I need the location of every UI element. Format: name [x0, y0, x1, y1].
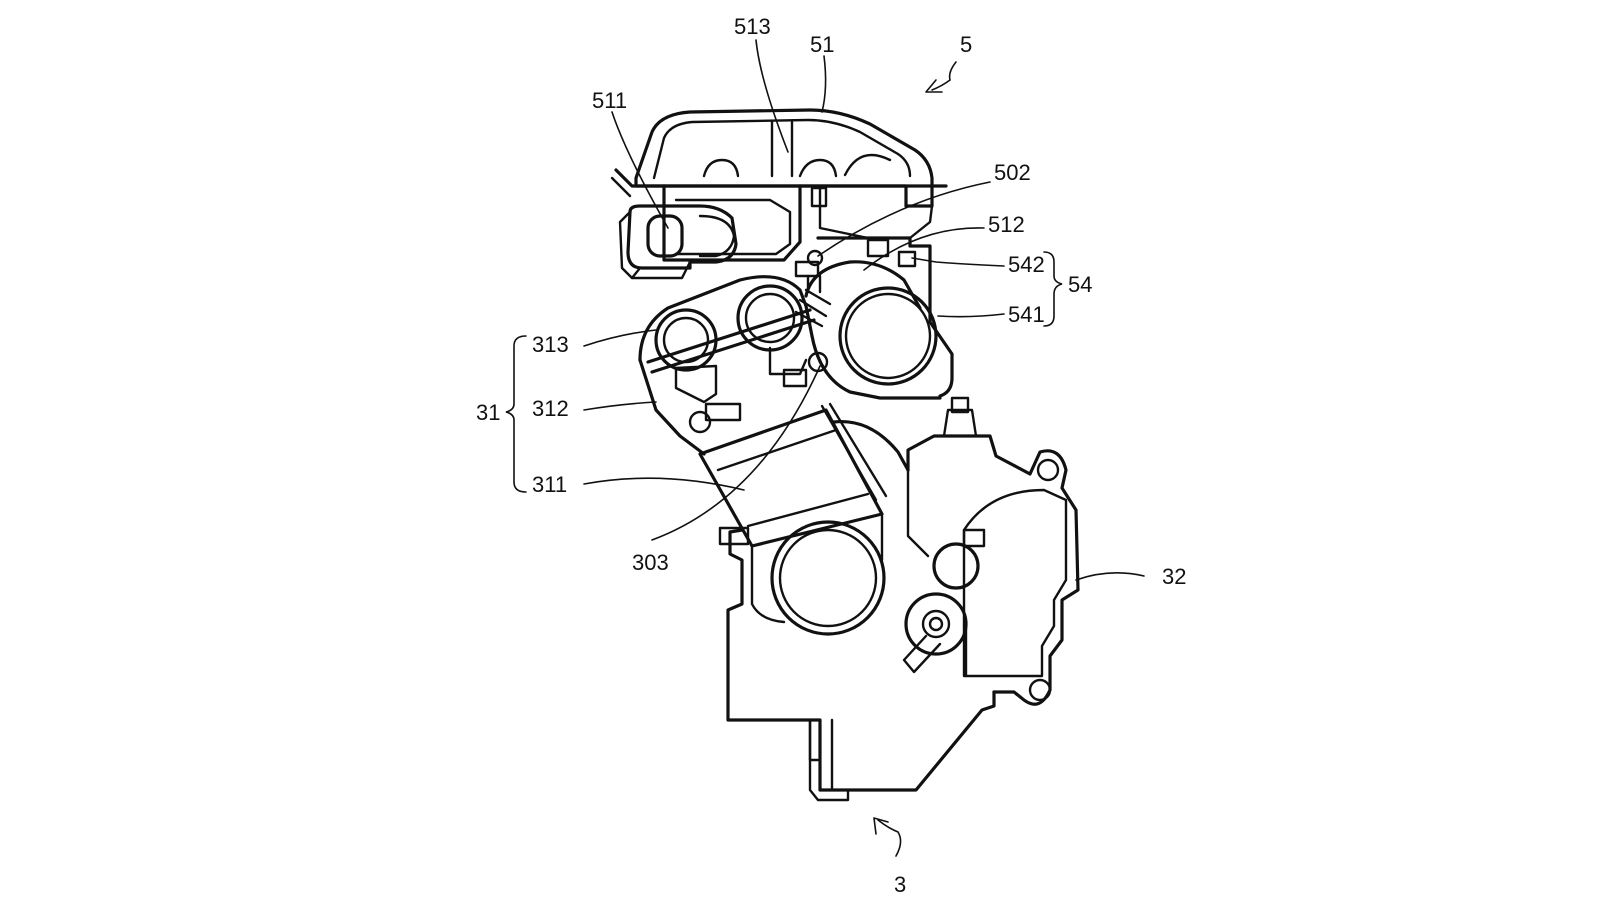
- leader-5: [931, 61, 957, 91]
- leader-lines: [505, 39, 1145, 857]
- fuel-injector: [794, 249, 824, 294]
- leader-32: [1075, 572, 1145, 581]
- leader-542: [911, 257, 1005, 267]
- label-541: 541: [1008, 302, 1045, 327]
- label-31: 31: [476, 400, 500, 425]
- leader-512: [863, 227, 985, 271]
- label-312: 312: [532, 396, 569, 421]
- cylinder-block: [698, 402, 910, 548]
- label-3: 3: [894, 872, 906, 897]
- leader-541: [937, 313, 1005, 318]
- leader-311: [583, 477, 745, 491]
- crankcase: [718, 512, 996, 802]
- arrow-5: [925, 79, 943, 93]
- leader-511: [611, 111, 669, 229]
- label-5: 5: [960, 32, 972, 57]
- label-513: 513: [734, 14, 771, 39]
- cylinder-head: [638, 275, 942, 456]
- reference-labels: 513 51 5 511 502 512 542 54 541 313 31 3…: [476, 14, 1186, 897]
- air-cleaner-box: [610, 108, 948, 262]
- label-51: 51: [810, 32, 834, 57]
- leader-312: [583, 401, 657, 411]
- label-502: 502: [994, 160, 1031, 185]
- label-542: 542: [1008, 252, 1045, 277]
- brace-31: [505, 335, 527, 493]
- transmission-case: [902, 396, 1080, 706]
- label-313: 313: [532, 332, 569, 357]
- label-32: 32: [1162, 564, 1186, 589]
- label-54: 54: [1068, 272, 1092, 297]
- leader-51: [821, 55, 827, 113]
- label-303: 303: [632, 550, 669, 575]
- leader-313: [583, 329, 657, 347]
- brace-54: [1043, 251, 1063, 327]
- label-512: 512: [988, 212, 1025, 237]
- arrow-3: [873, 817, 889, 835]
- leader-303: [651, 365, 821, 541]
- label-511: 511: [592, 88, 627, 113]
- label-311: 311: [532, 472, 567, 497]
- leader-3: [877, 819, 902, 857]
- intake-duct: [618, 204, 738, 280]
- leader-502: [817, 181, 991, 257]
- leader-513: [755, 39, 789, 153]
